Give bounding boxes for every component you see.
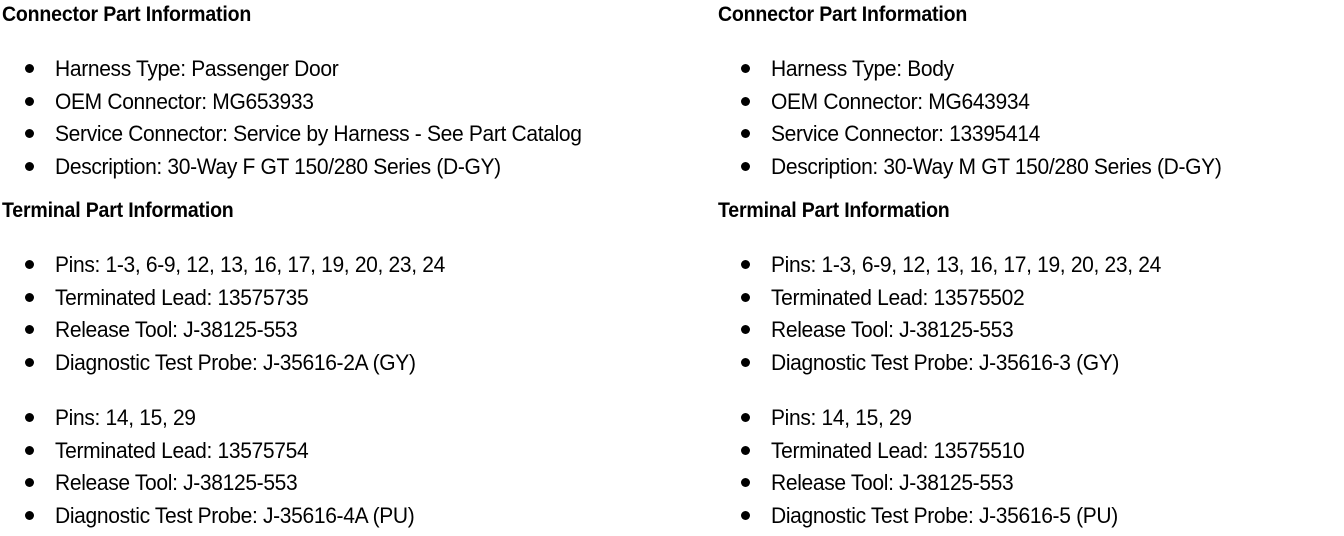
oem-connector-row: OEM Connector: MG643934 xyxy=(771,88,1030,114)
oem-connector-row: OEM Connector: MG653933 xyxy=(55,88,314,114)
harness-type-row: Harness Type: Body xyxy=(771,56,954,81)
list-item: Service Connector: 13395414 xyxy=(718,121,1243,154)
list-item: Diagnostic Test Probe: J-35616-5 (PU) xyxy=(718,503,1134,536)
bullet-icon xyxy=(25,357,34,367)
pins-row: Pins: 1-3, 6-9, 12, 13, 16, 17, 19, 20, … xyxy=(771,252,1161,277)
list-item: Description: 30-Way F GT 150/280 Series … xyxy=(2,154,606,187)
pins-row: Pins: 14, 15, 29 xyxy=(771,405,912,430)
bullet-icon xyxy=(741,161,750,171)
bullet-icon xyxy=(25,292,34,302)
bullet-icon xyxy=(741,292,750,302)
release-tool-row: Release Tool: J-38125-553 xyxy=(55,317,298,343)
pins-row: Pins: 14, 15, 29 xyxy=(55,405,196,430)
terminated-lead-row: Terminated Lead: 13575754 xyxy=(55,437,309,463)
bullet-icon xyxy=(741,445,750,455)
list-item: Terminated Lead: 13575502 xyxy=(718,285,1179,318)
bullet-icon xyxy=(741,129,750,139)
list-item: OEM Connector: MG643934 xyxy=(718,89,1243,122)
terminated-lead-row: Terminated Lead: 13575735 xyxy=(55,284,309,310)
release-tool-row: Release Tool: J-38125-553 xyxy=(55,470,298,496)
list-item: Harness Type: Passenger Door xyxy=(2,56,606,89)
diagnostic-test-probe-row: Diagnostic Test Probe: J-35616-3 (GY) xyxy=(771,349,1120,375)
description-row: Description: 30-Way M GT 150/280 Series … xyxy=(771,153,1222,179)
list-item: Terminated Lead: 13575735 xyxy=(2,285,463,318)
bullet-icon xyxy=(741,96,750,106)
list-item: Release Tool: J-38125-553 xyxy=(718,470,1134,503)
terminal-part-information-list-group-2: Pins: 14, 15, 29 Terminated Lead: 135757… xyxy=(2,405,431,535)
bullet-icon xyxy=(741,510,750,520)
list-item: Terminated Lead: 13575510 xyxy=(718,438,1134,471)
diagnostic-test-probe-row: Diagnostic Test Probe: J-35616-2A (GY) xyxy=(55,349,416,375)
service-connector-row: Service Connector: 13395414 xyxy=(771,121,1040,147)
terminated-lead-row: Terminated Lead: 13575502 xyxy=(771,284,1025,310)
list-item: Diagnostic Test Probe: J-35616-4A (PU) xyxy=(2,503,431,536)
terminal-part-information-list-group-1: Pins: 1-3, 6-9, 12, 13, 16, 17, 19, 20, … xyxy=(718,252,1179,382)
bullet-icon xyxy=(741,325,750,335)
release-tool-row: Release Tool: J-38125-553 xyxy=(771,470,1014,496)
harness-type-row: Harness Type: Passenger Door xyxy=(55,56,339,81)
terminated-lead-row: Terminated Lead: 13575510 xyxy=(771,437,1025,463)
terminal-part-information-heading: Terminal Part Information xyxy=(718,199,950,222)
service-connector-row: Service Connector: Service by Harness - … xyxy=(55,121,582,147)
terminal-part-information-list-group-2: Pins: 14, 15, 29 Terminated Lead: 135755… xyxy=(718,405,1134,535)
list-item: Release Tool: J-38125-553 xyxy=(2,317,463,350)
bullet-icon xyxy=(25,445,34,455)
bullet-icon xyxy=(741,413,750,422)
bullet-icon xyxy=(25,413,34,422)
bullet-icon xyxy=(25,325,34,335)
connector-part-information-list: Harness Type: Passenger Door OEM Connect… xyxy=(2,56,606,186)
bullet-icon xyxy=(741,478,750,488)
pins-row: Pins: 1-3, 6-9, 12, 13, 16, 17, 19, 20, … xyxy=(55,252,445,277)
release-tool-row: Release Tool: J-38125-553 xyxy=(771,317,1014,343)
terminal-part-information-heading: Terminal Part Information xyxy=(2,199,234,222)
bullet-icon xyxy=(25,129,34,139)
connector-part-information-heading: Connector Part Information xyxy=(2,3,252,26)
list-item: Pins: 1-3, 6-9, 12, 13, 16, 17, 19, 20, … xyxy=(2,252,463,285)
list-item: Release Tool: J-38125-553 xyxy=(2,470,431,503)
description-row: Description: 30-Way F GT 150/280 Series … xyxy=(55,153,501,179)
bullet-icon xyxy=(25,260,34,269)
bullet-icon xyxy=(741,260,750,269)
connector-part-information-heading: Connector Part Information xyxy=(718,3,968,26)
list-item: Pins: 14, 15, 29 xyxy=(2,405,431,438)
bullet-icon xyxy=(25,510,34,520)
diagnostic-test-probe-row: Diagnostic Test Probe: J-35616-5 (PU) xyxy=(771,502,1118,528)
list-item: Service Connector: Service by Harness - … xyxy=(2,121,606,154)
list-item: Terminated Lead: 13575754 xyxy=(2,438,431,471)
bullet-icon xyxy=(25,161,34,171)
bullet-icon xyxy=(741,357,750,367)
list-item: Pins: 14, 15, 29 xyxy=(718,405,1134,438)
list-item: OEM Connector: MG653933 xyxy=(2,89,606,122)
list-item: Harness Type: Body xyxy=(718,56,1243,89)
bullet-icon xyxy=(741,64,750,73)
list-item: Diagnostic Test Probe: J-35616-2A (GY) xyxy=(2,350,463,383)
bullet-icon xyxy=(25,96,34,106)
bullet-icon xyxy=(25,478,34,488)
terminal-part-information-list-group-1: Pins: 1-3, 6-9, 12, 13, 16, 17, 19, 20, … xyxy=(2,252,463,382)
connector-part-information-list: Harness Type: Body OEM Connector: MG6439… xyxy=(718,56,1243,186)
diagnostic-test-probe-row: Diagnostic Test Probe: J-35616-4A (PU) xyxy=(55,502,415,528)
list-item: Pins: 1-3, 6-9, 12, 13, 16, 17, 19, 20, … xyxy=(718,252,1179,285)
list-item: Description: 30-Way M GT 150/280 Series … xyxy=(718,154,1243,187)
list-item: Release Tool: J-38125-553 xyxy=(718,317,1179,350)
bullet-icon xyxy=(25,64,34,73)
list-item: Diagnostic Test Probe: J-35616-3 (GY) xyxy=(718,350,1179,383)
